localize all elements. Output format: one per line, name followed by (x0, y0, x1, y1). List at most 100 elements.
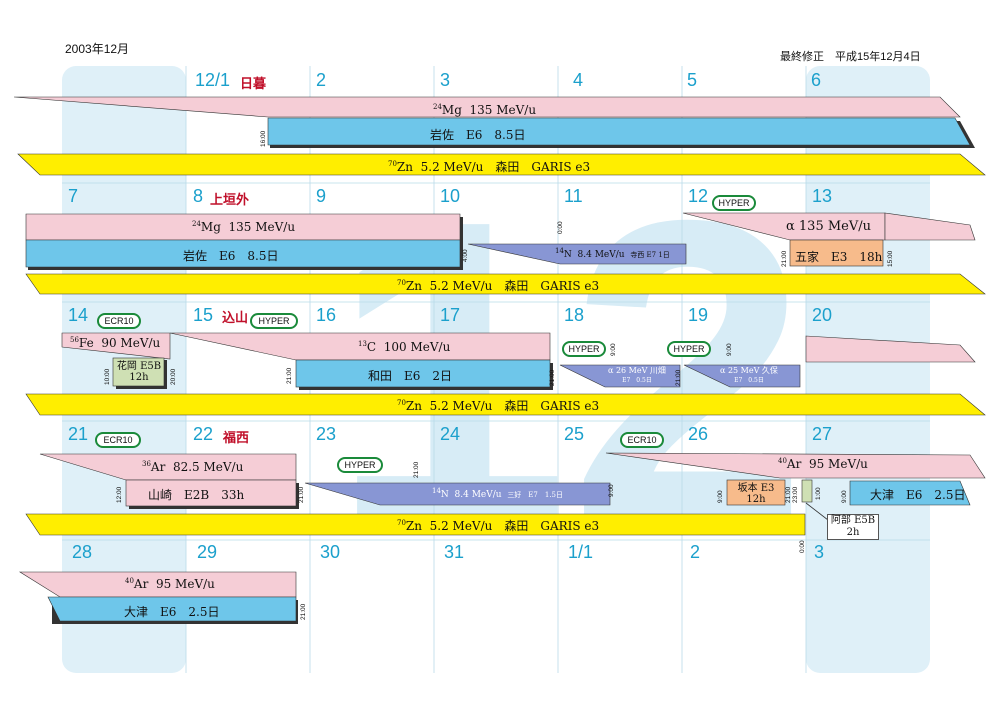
beam-bar (267, 117, 971, 146)
day-14: 14 (68, 305, 89, 325)
beam-bar (47, 596, 297, 622)
day-1-1: 1/1 (568, 542, 594, 562)
day-18: 18 (564, 305, 585, 325)
day-4: 4 (573, 70, 584, 90)
day-11: 11 (564, 186, 583, 206)
day-1: 12/1 (195, 70, 231, 90)
duty-name: 福西 (223, 430, 250, 445)
day-30: 30 (320, 542, 341, 562)
ecr-badge: ECR10 (95, 432, 141, 448)
beam-bar (805, 335, 976, 363)
time-label: 4:00 (462, 249, 469, 262)
beam-label-n14: 14N 8.4 MeV/u 三好 E7 1.5日 (432, 487, 564, 500)
beam-label-zn: 70Zn 5.2 MeV/u 森田 GARIS e3 (388, 160, 591, 174)
time-label: 20:00 (170, 368, 177, 385)
day-29: 29 (197, 542, 218, 562)
day-jan-3: 3 (814, 542, 825, 562)
time-label: 1:00 (815, 487, 822, 500)
time-label: 21:00 (286, 367, 293, 384)
beam-bar (25, 273, 986, 295)
day-26: 26 (688, 424, 709, 444)
experiment-yamazaki: 山崎 E2B 33h (148, 488, 245, 502)
time-label: 21:00 (781, 250, 788, 267)
time-label: 9:00 (841, 490, 848, 503)
hyper-badge: HYPER (337, 457, 383, 473)
beam-label-ar40: 40Ar 95 MeV/u (125, 577, 215, 591)
ecr-badge: ECR10 (97, 313, 141, 329)
beam-bar (61, 332, 171, 360)
day-20: 20 (812, 305, 833, 325)
time-label: 21:00 (298, 486, 305, 503)
day-3: 3 (440, 70, 451, 90)
time-label: 0:00 (799, 540, 806, 553)
beam-label-mg: 24Mg 135 MeV/u (433, 103, 537, 117)
day-28: 28 (72, 542, 93, 562)
beam-bar (605, 452, 986, 479)
beam-bar (467, 243, 687, 265)
day-19: 19 (688, 305, 709, 325)
day-jan-2: 2 (690, 542, 701, 562)
day-21: 21 (68, 424, 89, 444)
beam-bar (789, 239, 884, 267)
beam-bar (13, 96, 961, 118)
day-12: 12 (688, 186, 709, 206)
beam-bar (112, 357, 165, 387)
time-label: 21:00 (785, 486, 792, 503)
day-25: 25 (564, 424, 585, 444)
beam-bar (559, 364, 681, 388)
time-label: 12:00 (116, 486, 123, 503)
beam-label-ar36: 36Ar 82.5 MeV/u (142, 460, 244, 474)
beam-bar (849, 480, 971, 506)
beam-label-zn: 70Zn 5.2 MeV/u 森田 GARIS e3 (397, 519, 600, 533)
hyper-badge: HYPER (712, 195, 756, 211)
beam-bar (683, 364, 801, 388)
beam-label-fe: 56Fe 90 MeV/u (70, 336, 161, 350)
beam-label-c: 13C 100 MeV/u (358, 340, 451, 354)
time-label: 15:00 (887, 250, 894, 267)
experiment-otsu: 大津 E6 2.5日 (870, 488, 966, 502)
hyper-badge: HYPER (250, 313, 298, 329)
time-label: 16:00 (260, 130, 267, 147)
beam-label-n14: 14N 8.4 MeV/u 寺西 E7 1日 (555, 247, 670, 260)
day-17: 17 (440, 305, 461, 325)
day-8: 8 (193, 186, 204, 206)
beam-bar (25, 393, 986, 416)
time-label: 21:00 (675, 369, 682, 386)
time-label: 9:00 (608, 484, 615, 497)
day-13: 13 (812, 186, 833, 206)
beam-bar (17, 153, 986, 176)
ecr-badge: ECR10 (620, 432, 664, 448)
duty-name: 日暮 (240, 76, 267, 91)
beam-bar (125, 479, 297, 507)
day-31: 31 (444, 542, 465, 562)
day-27: 27 (812, 424, 833, 444)
day-6: 6 (811, 70, 822, 90)
time-label: 0:00 (557, 221, 564, 234)
revised-date: 最終修正 平成15年12月4日 (780, 51, 921, 63)
day-2: 2 (316, 70, 327, 90)
time-label: 10:00 (104, 368, 111, 385)
day-15: 15 (193, 305, 214, 325)
day-7: 7 (68, 186, 79, 206)
day-5: 5 (687, 70, 698, 90)
time-label: 21:00 (413, 461, 420, 478)
experiment-iwasa: 岩佐 E6 8.5日 (183, 249, 279, 263)
beam-label-ar40: 40Ar 95 MeV/u (778, 457, 868, 471)
beam-bar (304, 482, 611, 506)
duty-name: 上垣外 (210, 192, 250, 207)
experiment-goke: 五家 E3 18h (795, 250, 883, 264)
hyper-badge: HYPER (667, 341, 711, 357)
beam-bar (25, 239, 461, 268)
beam-bar (801, 479, 813, 503)
time-label: 9:00 (726, 343, 733, 356)
experiment-iwasa: 岩佐 E6 8.5日 (430, 128, 526, 142)
duty-name: 込山 (222, 310, 249, 325)
day-10: 10 (440, 186, 461, 206)
experiment-otsu: 大津 E6 2.5日 (124, 605, 220, 619)
day-22: 22 (193, 424, 214, 444)
